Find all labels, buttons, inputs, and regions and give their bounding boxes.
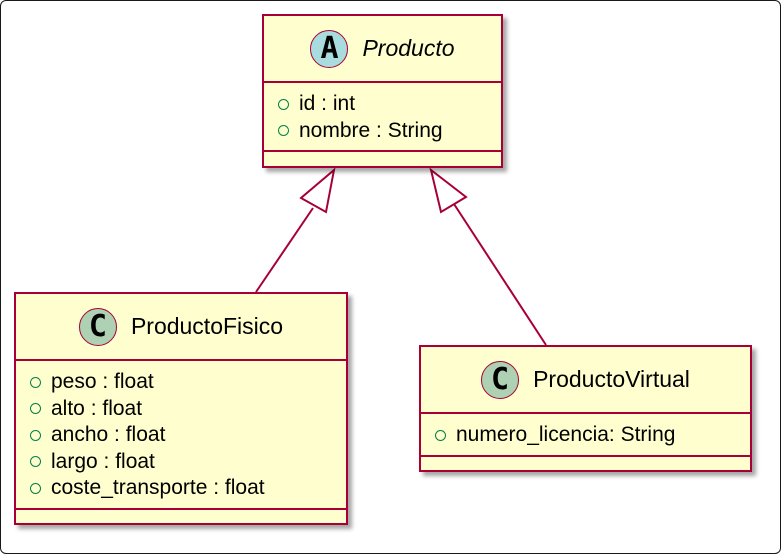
class-header: C ProductoFisico xyxy=(16,294,346,361)
method-list xyxy=(421,457,750,473)
inheritance-line-productofisico xyxy=(255,207,314,293)
class-name: ProductoFisico xyxy=(130,313,284,339)
attribute: numero_licencia: String xyxy=(435,422,750,449)
attribute: nombre : String xyxy=(278,118,501,145)
attribute: peso : float xyxy=(30,369,346,396)
class-icon: C xyxy=(78,307,117,346)
attribute-text: ancho : float xyxy=(51,423,166,447)
attribute-text: nombre : String xyxy=(299,118,443,142)
class-header: A Producto xyxy=(264,16,501,83)
class-name: Producto xyxy=(362,35,455,61)
attribute-text: largo : float xyxy=(51,449,155,473)
attribute: ancho : float xyxy=(30,422,346,449)
inheritance-arrowhead-productofisico xyxy=(299,167,336,214)
attribute: largo : float xyxy=(30,449,346,476)
attribute-text: alto : float xyxy=(51,396,143,420)
attribute: alto : float xyxy=(30,396,346,423)
method-list xyxy=(264,152,501,168)
class-producto[interactable]: A Producto id : int nombre : String xyxy=(262,14,503,168)
abstract-class-icon: A xyxy=(310,29,349,68)
attribute-list: id : int nombre : String xyxy=(264,83,501,152)
attribute-list: numero_licencia: String xyxy=(421,414,750,457)
class-name: ProductoVirtual xyxy=(533,366,690,392)
class-productofisico[interactable]: C ProductoFisico peso : float alto : flo… xyxy=(14,292,348,525)
method-list xyxy=(16,510,346,526)
public-visibility-icon xyxy=(30,429,41,441)
class-header: C ProductoVirtual xyxy=(421,347,750,414)
public-visibility-icon xyxy=(30,456,41,468)
inheritance-arrowhead-productovirtual xyxy=(429,167,468,214)
attribute-list: peso : float alto : float ancho : float … xyxy=(16,361,346,510)
attribute-text: peso : float xyxy=(51,370,154,394)
public-visibility-icon xyxy=(30,376,41,388)
public-visibility-icon xyxy=(30,482,41,494)
public-visibility-icon xyxy=(30,403,41,415)
attribute-text: coste_transporte : float xyxy=(51,476,265,500)
inheritance-line-productovirtual xyxy=(453,203,547,346)
attribute-text: numero_licencia: String xyxy=(456,423,676,447)
public-visibility-icon xyxy=(278,98,289,110)
attribute-text: id : int xyxy=(299,92,356,116)
class-icon: C xyxy=(481,360,520,399)
public-visibility-icon xyxy=(278,125,289,137)
class-productovirtual[interactable]: C ProductoVirtual numero_licencia: Strin… xyxy=(419,345,752,472)
public-visibility-icon xyxy=(435,429,446,441)
attribute: id : int xyxy=(278,91,501,118)
attribute: coste_transporte : float xyxy=(30,475,346,502)
